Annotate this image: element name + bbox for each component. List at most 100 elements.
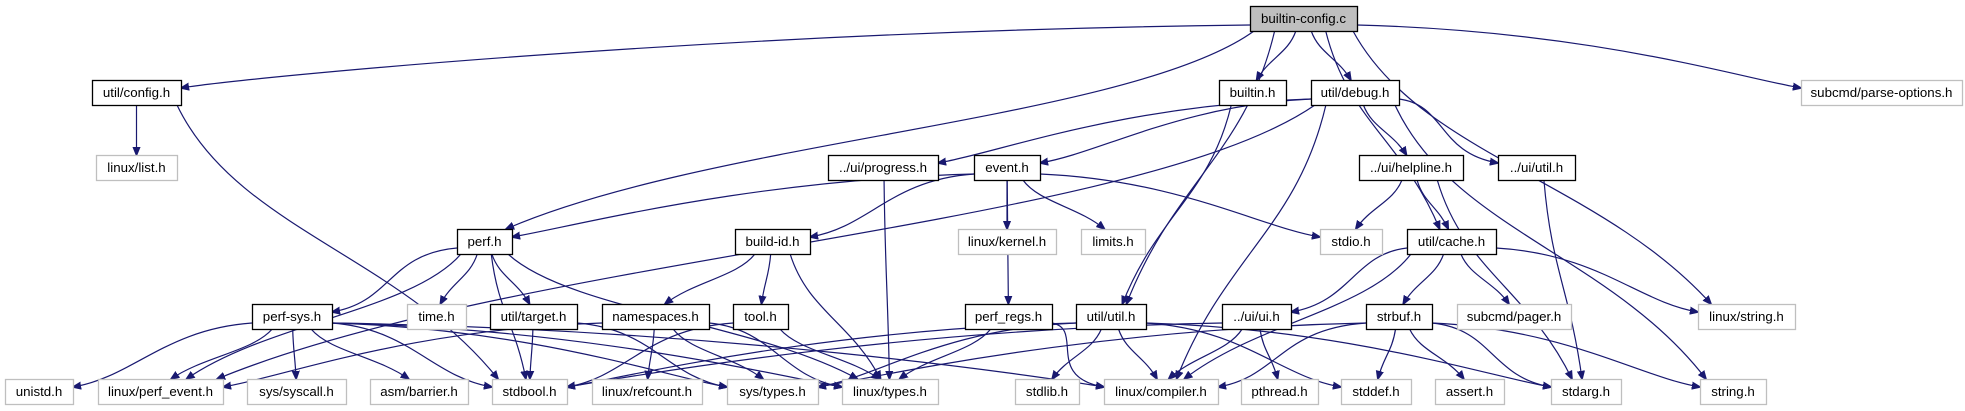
edge-strbuf-h-to-sys-types-h — [818, 322, 1367, 387]
node-label: ../ui/util.h — [1510, 160, 1563, 175]
node-label: limits.h — [1092, 234, 1133, 249]
node-time-h: time.h — [406, 303, 468, 331]
node-box — [591, 378, 704, 406]
edge-perf-sys-h-to-asm-barrier-h — [310, 328, 409, 379]
edge-parent-ui-util-h-to-stdarg-h — [1543, 179, 1582, 379]
node-builtin-config-c: builtin-config.c — [1249, 5, 1359, 33]
edge-event-h-to-stdio-h — [1039, 173, 1320, 237]
edge-perf-sys-h-to-unistd-h — [73, 322, 253, 387]
node-label: util/util.h — [1087, 309, 1136, 324]
node-util-config-h[interactable]: util/config.h — [91, 79, 183, 107]
edge-util-util-h-to-stdlib-h — [1052, 328, 1102, 379]
edges-layer — [73, 24, 1801, 387]
node-perf-h[interactable]: perf.h — [456, 228, 514, 256]
node-box — [1319, 228, 1384, 256]
node-sys-syscall-h: sys/syscall.h — [246, 378, 348, 406]
node-box — [1240, 378, 1320, 406]
edge-parent-ui-ui-h-to-linux-compiler-h — [1169, 328, 1243, 379]
node-perf-regs-h[interactable]: perf_regs.h — [964, 303, 1054, 331]
edge-parent-ui-helpline-h-to-stdio-h — [1356, 179, 1403, 229]
edge-perf-h-to-time-h — [440, 253, 478, 304]
edge-build-id-h-to-namespaces-h — [665, 253, 756, 304]
node-builtin-h[interactable]: builtin.h — [1218, 79, 1288, 107]
node-box — [1550, 378, 1623, 406]
node-parent-ui-helpline-h[interactable]: ../ui/helpline.h — [1358, 154, 1465, 182]
edge-util-target-h-to-stdbool-h — [530, 328, 533, 379]
node-tool-h[interactable]: tool.h — [732, 303, 790, 331]
node-strbuf-h[interactable]: strbuf.h — [1365, 303, 1434, 331]
node-label: assert.h — [1446, 384, 1493, 399]
node-linux-compiler-h: linux/compiler.h — [1103, 378, 1220, 406]
node-box — [1249, 5, 1359, 33]
edge-util-debug-h-to-parent-ui-util-h — [1398, 98, 1498, 163]
node-perf-sys-h[interactable]: perf-sys.h — [251, 303, 334, 331]
edge-strbuf-h-to-string-h — [1431, 322, 1700, 387]
edge-build-id-h-to-linux-types-h — [789, 253, 880, 379]
node-label: linux/compiler.h — [1115, 384, 1207, 399]
node-subcmd-parse-options-h: subcmd/parse-options.h — [1800, 79, 1964, 107]
node-box — [732, 303, 790, 331]
node-label: namespaces.h — [612, 309, 698, 324]
node-box — [456, 228, 514, 256]
node-util-util-h[interactable]: util/util.h — [1075, 303, 1148, 331]
edge-strbuf-h-to-stdarg-h — [1431, 322, 1551, 387]
node-box — [964, 303, 1054, 331]
node-util-debug-h[interactable]: util/debug.h — [1310, 79, 1401, 107]
node-label: util/debug.h — [1321, 85, 1390, 100]
node-build-id-h[interactable]: build-id.h — [734, 228, 812, 256]
nodes-layer: builtin-config.c util/config.h builtin.h ut… — [4, 5, 1964, 406]
node-box — [1365, 303, 1434, 331]
edge-perf-sys-h-to-stdbool-h — [331, 322, 492, 387]
node-label: linux/kernel.h — [968, 234, 1046, 249]
node-stddef-h: stddef.h — [1340, 378, 1413, 406]
node-box — [1697, 303, 1797, 331]
node-label: sys/types.h — [739, 384, 806, 399]
node-label: linux/string.h — [1709, 309, 1784, 324]
node-label: time.h — [418, 309, 454, 324]
node-parent-ui-progress-h[interactable]: ../ui/progress.h — [827, 154, 940, 182]
edge-util-target-h-to-sys-types-h — [576, 322, 727, 387]
node-box — [827, 154, 940, 182]
edge-event-h-to-limits-h — [1022, 179, 1105, 229]
node-label: util/cache.h — [1418, 234, 1485, 249]
node-box — [4, 378, 75, 406]
node-stdarg-h: stdarg.h — [1550, 378, 1623, 406]
node-box — [1218, 79, 1288, 107]
node-box — [957, 228, 1058, 256]
node-box — [726, 378, 820, 406]
node-label: strbuf.h — [1377, 309, 1421, 324]
edge-parent-ui-helpline-h-to-util-cache-h — [1416, 179, 1448, 229]
node-label: stddef.h — [1352, 384, 1399, 399]
node-label: tool.h — [744, 309, 777, 324]
node-box — [1014, 378, 1081, 406]
node-parent-ui-ui-h[interactable]: ../ui/ui.h — [1221, 303, 1293, 331]
node-util-target-h[interactable]: util/target.h — [489, 303, 579, 331]
node-box — [1358, 154, 1465, 182]
node-stdlib-h: stdlib.h — [1014, 378, 1081, 406]
node-parent-ui-util-h[interactable]: ../ui/util.h — [1497, 154, 1577, 182]
node-label: stdbool.h — [503, 384, 557, 399]
edge-util-util-h-to-stddef-h — [1145, 322, 1341, 387]
node-stdio-h: stdio.h — [1319, 228, 1384, 256]
edge-event-h-to-perf-h — [512, 173, 975, 237]
node-box — [1075, 303, 1148, 331]
edge-util-config-h-to-stdbool-h — [176, 104, 498, 379]
edge-util-cache-h-to-strbuf-h — [1403, 253, 1445, 304]
node-label: linux/perf_event.h — [108, 384, 213, 399]
node-string-h: string.h — [1699, 378, 1768, 406]
edge-parent-ui-helpline-h-to-stdarg-h — [1436, 179, 1572, 379]
node-event-h[interactable]: event.h — [973, 154, 1042, 182]
node-label: builtin.h — [1230, 85, 1276, 100]
node-label: perf_regs.h — [975, 309, 1042, 324]
edge-strbuf-h-to-stddef-h — [1378, 328, 1397, 379]
edge-util-debug-h-to-linux-compiler-h — [1177, 104, 1327, 379]
edge-build-id-h-to-tool-h — [761, 253, 772, 304]
node-box — [1497, 154, 1577, 182]
edge-util-cache-h-to-linux-compiler-h — [1184, 253, 1412, 379]
node-namespaces-h[interactable]: namespaces.h — [601, 303, 711, 331]
node-box — [97, 378, 225, 406]
node-box — [251, 303, 334, 331]
node-util-cache-h[interactable]: util/cache.h — [1406, 228, 1498, 256]
node-label: stdlib.h — [1026, 384, 1068, 399]
